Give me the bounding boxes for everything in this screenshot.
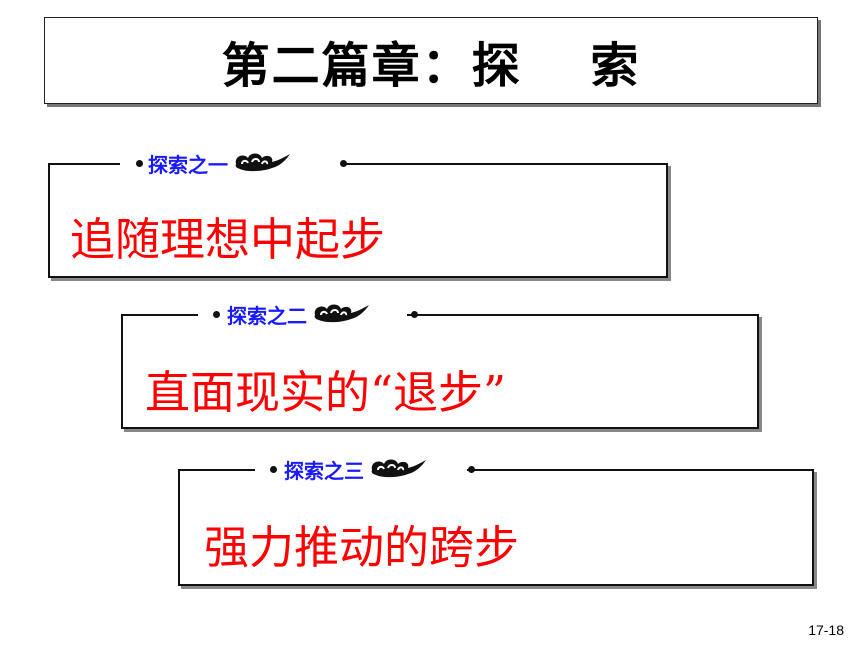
section-header-2: 探索之二 [227,300,371,328]
section-label: 探索之一 [148,152,228,177]
section-text-1: 追随理想中起步 [70,213,386,266]
section-text-3: 强力推动的跨步 [204,521,520,574]
section-header-1: 探索之一 [148,149,292,177]
slide-title: 第二篇章：探 索 [221,37,641,94]
section-header-3: 探索之三 [284,455,428,483]
cloud-icon [371,459,426,478]
page-number: 17-18 [808,622,844,638]
title-box: 第二篇章：探 索 [44,17,818,104]
section-text-2: 直面现实的“退步” [145,366,507,419]
section-label: 探索之二 [227,303,307,328]
section-card-1: 探索之一 追随理想中起步 [48,153,668,278]
section-card-3: 探索之三 强力推动的跨步 [178,459,814,586]
section-card-2: 探索之二 直面现实的“退步” [121,304,759,429]
section-label: 探索之三 [284,458,364,483]
cloud-icon [314,304,369,323]
cloud-icon [235,153,290,172]
